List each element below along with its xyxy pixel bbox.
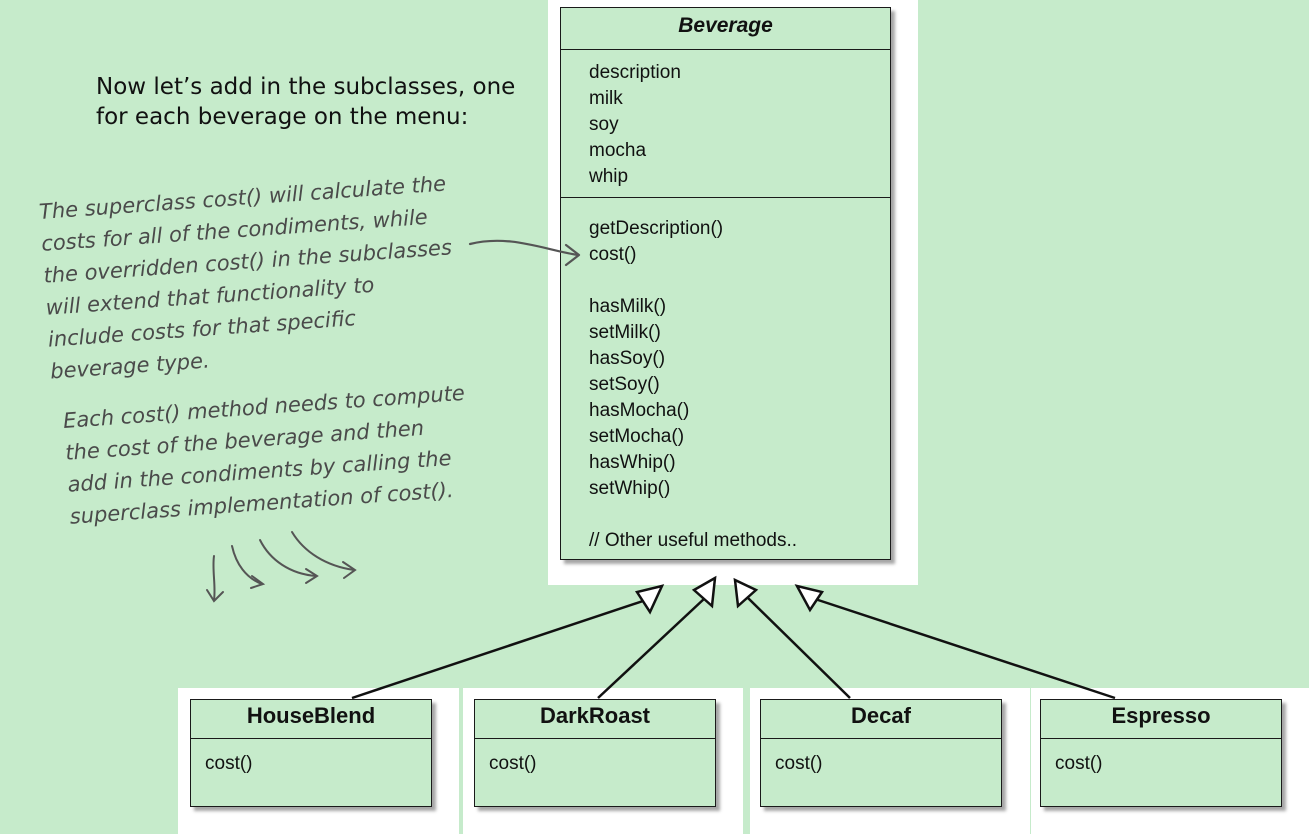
class-name-houseblend: HouseBlend — [191, 700, 431, 739]
hand-arrow-2-head — [250, 575, 266, 589]
method-set-soy: setSoy() — [589, 374, 660, 395]
inheritance-line-darkroast — [597, 597, 706, 699]
method-has-soy: hasSoy() — [589, 348, 666, 369]
note-arrow-to-cost — [468, 239, 580, 257]
method-set-mocha: setMocha() — [589, 426, 685, 447]
class-box-darkroast: DarkRoast cost() — [474, 699, 716, 807]
hand-arrow-3 — [259, 539, 317, 577]
field-whip: whip — [589, 166, 629, 187]
hand-arrow-1-head — [206, 589, 224, 603]
class-box-houseblend: HouseBlend cost() — [190, 699, 432, 807]
class-methods-decaf: cost() — [761, 739, 1001, 777]
method-cost: cost() — [489, 753, 537, 774]
hand-arrow-4-head — [342, 561, 357, 579]
inheritance-arrowhead — [634, 584, 665, 615]
method-cost: cost() — [589, 244, 637, 265]
hand-arrow-1 — [212, 555, 216, 601]
method-cost: cost() — [205, 753, 253, 774]
inheritance-arrowhead — [794, 584, 825, 613]
method-has-whip: hasWhip() — [589, 452, 676, 473]
method-set-whip: setWhip() — [589, 478, 671, 499]
note-arrow-head — [564, 243, 581, 267]
class-methods-darkroast: cost() — [475, 739, 715, 777]
class-name-decaf: Decaf — [761, 700, 1001, 739]
field-mocha: mocha — [589, 140, 647, 161]
hand-arrow-2 — [231, 545, 263, 585]
method-get-description: getDescription() — [589, 218, 724, 239]
beverage-class-box: Beverage description milk soy mocha whip… — [560, 7, 891, 560]
intro-line-1: Now let’s add in the subclasses, one — [96, 74, 516, 100]
class-name-espresso: Espresso — [1041, 700, 1281, 739]
class-methods-houseblend: cost() — [191, 739, 431, 777]
method-has-milk: hasMilk() — [589, 296, 667, 317]
beverage-methods: getDescription() cost() hasMilk() setMil… — [561, 198, 890, 554]
inheritance-line-houseblend — [351, 596, 653, 700]
beverage-class-name: Beverage — [561, 8, 890, 50]
hand-arrow-3-head — [305, 568, 319, 584]
method-has-mocha: hasMocha() — [589, 400, 690, 421]
class-box-decaf: Decaf cost() — [760, 699, 1002, 807]
field-description: description — [589, 62, 681, 83]
field-milk: milk — [589, 88, 623, 109]
method-cost: cost() — [1055, 753, 1103, 774]
method-set-milk: setMilk() — [589, 322, 661, 343]
class-name-darkroast: DarkRoast — [475, 700, 715, 739]
inheritance-arrowhead — [733, 577, 759, 609]
beverage-fields: description milk soy mocha whip — [561, 50, 890, 198]
class-box-espresso: Espresso cost() — [1040, 699, 1282, 807]
inheritance-arrowhead — [691, 575, 717, 609]
field-soy: soy — [589, 114, 619, 135]
method-other: // Other useful methods.. — [589, 530, 798, 551]
intro-line-2: for each beverage on the menu: — [96, 104, 469, 130]
hand-arrow-4 — [291, 531, 355, 571]
class-methods-espresso: cost() — [1041, 739, 1281, 777]
inheritance-line-espresso — [811, 596, 1116, 700]
intro-text: Now let’s add in the subclasses, one for… — [96, 72, 515, 132]
inheritance-line-decaf — [747, 597, 851, 699]
method-cost: cost() — [775, 753, 823, 774]
